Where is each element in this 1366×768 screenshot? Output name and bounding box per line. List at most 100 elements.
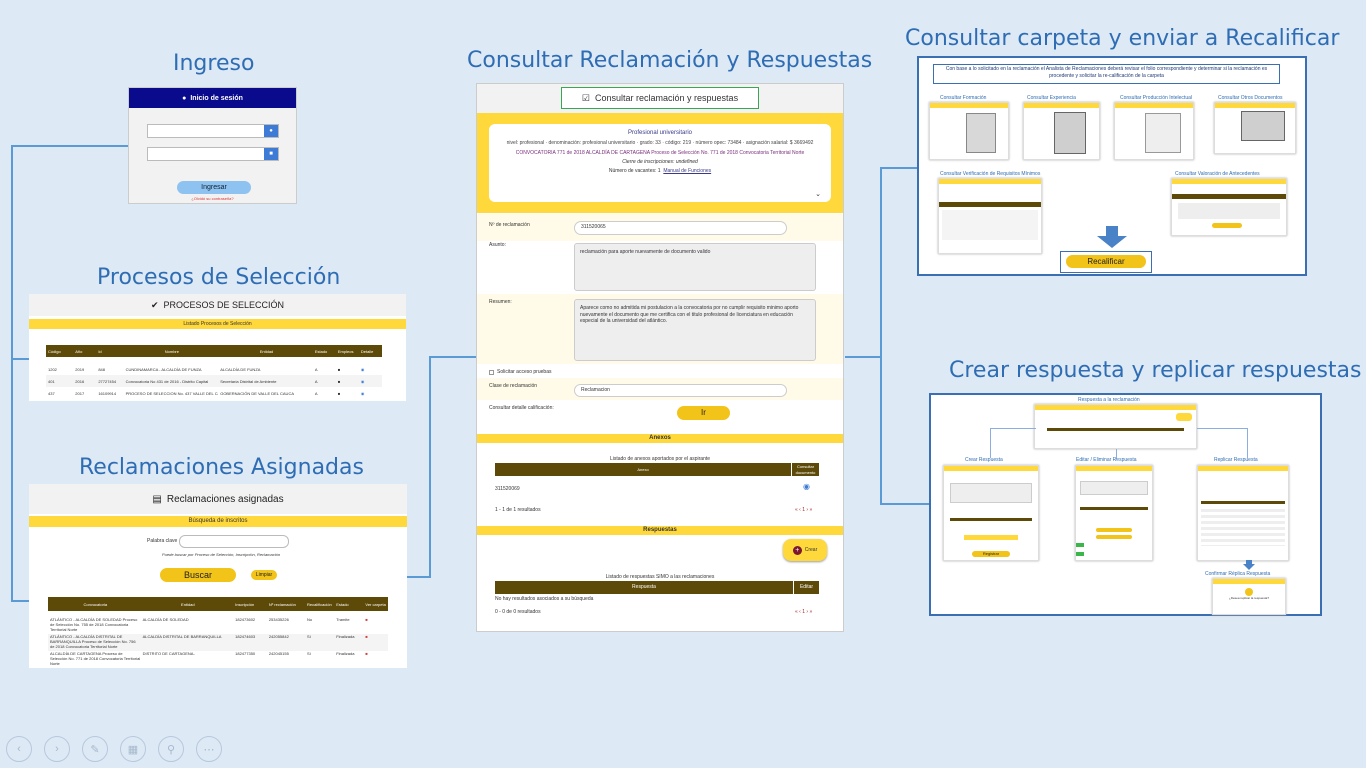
editar-label: Editar / Eliminar Respuesta	[1076, 457, 1137, 463]
password-field[interactable]: ■	[147, 147, 279, 161]
more-icon[interactable]: ⋯	[196, 736, 222, 762]
registrar-button[interactable]: Registrar	[972, 551, 1010, 557]
login-screenshot: ●Inicio de sesión ● ■ Ingresar ¿Olvidó s…	[128, 87, 297, 204]
arrow-down-icon	[1097, 226, 1127, 248]
procesos-screenshot: ✔PROCESOS DE SELECCIÓN Listado Procesos …	[29, 294, 406, 401]
calendar-icon: ▤	[152, 493, 162, 505]
pen-icon[interactable]: ✎	[82, 736, 108, 762]
pagination[interactable]: « ‹ 1 › »	[795, 609, 813, 615]
connector-line	[429, 356, 476, 358]
chevron-down-icon[interactable]: ⌄	[815, 191, 821, 198]
recalificar-frame: Recalificar	[1060, 251, 1152, 273]
consultar-title-box: ☑Consultar reclamación y respuestas	[561, 87, 759, 109]
eye-icon[interactable]: ◉	[360, 378, 365, 384]
arrow-down-icon	[1243, 560, 1255, 570]
pruebas-checkbox-row[interactable]: Solicitar acceso pruebas	[489, 369, 551, 375]
table-row: ATLÁNTICO - ALCALDÍA DE SOLEDAD Proceso …	[48, 617, 388, 634]
thumb-label: Consultar Formación	[940, 95, 987, 101]
zoom-icon[interactable]: ⚲	[158, 736, 184, 762]
folder-icon[interactable]: ■	[365, 634, 368, 639]
eye-icon[interactable]: ◉	[360, 366, 365, 372]
lock-icon[interactable]: ■	[337, 378, 341, 384]
forgot-password-link[interactable]: ¿Olvidó su contraseña?	[191, 196, 234, 201]
connector-line	[11, 358, 29, 360]
vacantes-text: Número de vacantes: 1	[608, 168, 661, 174]
anexos-list-title: Listado de anexos aportados por el aspir…	[609, 456, 711, 462]
username-field[interactable]: ●	[147, 124, 279, 138]
eye-icon[interactable]: ◉	[803, 482, 810, 491]
thumb-label: Consultar Valoración de Antecedentes	[1175, 171, 1260, 177]
consultar-header: ☑Consultar reclamación y respuestas	[477, 84, 843, 113]
asunto-label: Asunto:	[489, 242, 506, 248]
asunto-textarea[interactable]: reclamación para aporte nuevamente de do…	[574, 243, 816, 291]
eye-icon[interactable]: ◉	[360, 390, 365, 396]
lock-icon: ■	[264, 148, 278, 160]
lock-icon[interactable]: ■	[337, 390, 341, 396]
next-icon[interactable]: ›	[44, 736, 70, 762]
anexos-paging: 1 - 1 de 1 resultados	[495, 507, 541, 513]
procesos-subtitle: Listado Procesos de Selección	[29, 319, 406, 329]
slides-icon[interactable]: ▦	[120, 736, 146, 762]
connector-line	[880, 167, 882, 505]
experiencia-thumb	[1023, 102, 1100, 160]
anexo-value: 311520069	[495, 486, 520, 492]
resumen-textarea[interactable]: Aparece como no admitida mi postulacion …	[574, 299, 816, 361]
clase-input[interactable]: Reclamacion	[574, 384, 787, 397]
carpeta-panel: Con base a lo solicitado en la reclamaci…	[917, 56, 1307, 276]
folder-icon[interactable]: ■	[365, 651, 368, 656]
manual-link[interactable]: Manual de Funciones	[663, 168, 712, 174]
heading-carpeta: Consultar carpeta y enviar a Recalificar	[905, 26, 1340, 51]
resumen-label: Resumen:	[489, 299, 512, 305]
reclamacion-label: Nº de reclamación	[489, 222, 530, 228]
recalificar-button[interactable]: Recalificar	[1066, 255, 1146, 268]
thumb-label: Consultar Experiencia	[1027, 95, 1076, 101]
connector-line	[11, 145, 128, 147]
consultar-screenshot: ☑Consultar reclamación y respuestas Prof…	[476, 83, 844, 632]
search-button[interactable]: Buscar	[160, 568, 236, 582]
replicar-label: Replicar Respuesta	[1214, 457, 1258, 463]
keyword-label: Palabra clave	[147, 538, 178, 544]
pruebas-checkbox[interactable]	[489, 369, 494, 375]
respuestas-paging: 0 - 0 de 0 resultados	[495, 609, 541, 615]
formacion-thumb	[929, 102, 1009, 160]
thumb-label: Consultar Producción Intelectual	[1120, 95, 1192, 101]
respuestas-list-title: Listado de respuestas SIMO a las reclama…	[605, 574, 715, 580]
lock-icon[interactable]: ■	[337, 366, 341, 372]
search-hint: Puede buscar por Proceso de Selección, I…	[162, 552, 281, 557]
user-icon: ●	[182, 94, 187, 102]
connector-line	[429, 356, 431, 578]
crear-label: Crear Respuesta	[965, 457, 1003, 463]
empty-message: No hay resultados asociados a su búsqued…	[495, 596, 594, 602]
folder-icon[interactable]: ■	[365, 617, 368, 622]
reclamacion-input[interactable]: 311520065	[574, 221, 787, 235]
crear-thumb: Registrar	[943, 465, 1039, 561]
respuestas-bar: Respuestas	[477, 526, 843, 535]
previous-icon[interactable]: ‹	[6, 736, 32, 762]
ir-button[interactable]: Ir	[677, 406, 730, 420]
heading-ingreso: Ingreso	[173, 51, 255, 76]
editar-thumb	[1075, 465, 1153, 561]
reclamaciones-subtitle: Búsqueda de inscritos	[29, 516, 407, 527]
keyword-input[interactable]	[179, 535, 289, 548]
otros-thumb	[1214, 102, 1296, 154]
table-row: ATLÁNTICO - ALCALDÍA DISTRITAL DE BARRAN…	[48, 634, 388, 651]
confirmar-label: Confirmar Réplica Respuesta	[1205, 571, 1271, 577]
connector-line	[845, 356, 881, 358]
table-row: ALCALDÍA DE CARTAGENA Proceso de Selecci…	[48, 651, 388, 668]
pagination[interactable]: « ‹ 1 › »	[795, 507, 813, 513]
valoracion-thumb	[1171, 178, 1287, 236]
reclamaciones-header: ▤Reclamaciones asignadas	[29, 484, 407, 514]
login-button[interactable]: Ingresar	[177, 181, 251, 194]
profile-panel: Profesional universitario nivel: profesi…	[477, 113, 843, 213]
editar-col-header: Editar	[794, 581, 819, 594]
check-circle-icon: ✔	[150, 299, 159, 310]
clear-button[interactable]: Limpiar	[251, 570, 277, 580]
crear-button[interactable]: +Crear	[783, 539, 827, 561]
cierre-text: Cierre de inscripciones: undefined	[622, 159, 698, 165]
thumb-label: Consultar Verificación de Requisitos Mín…	[940, 171, 1041, 177]
